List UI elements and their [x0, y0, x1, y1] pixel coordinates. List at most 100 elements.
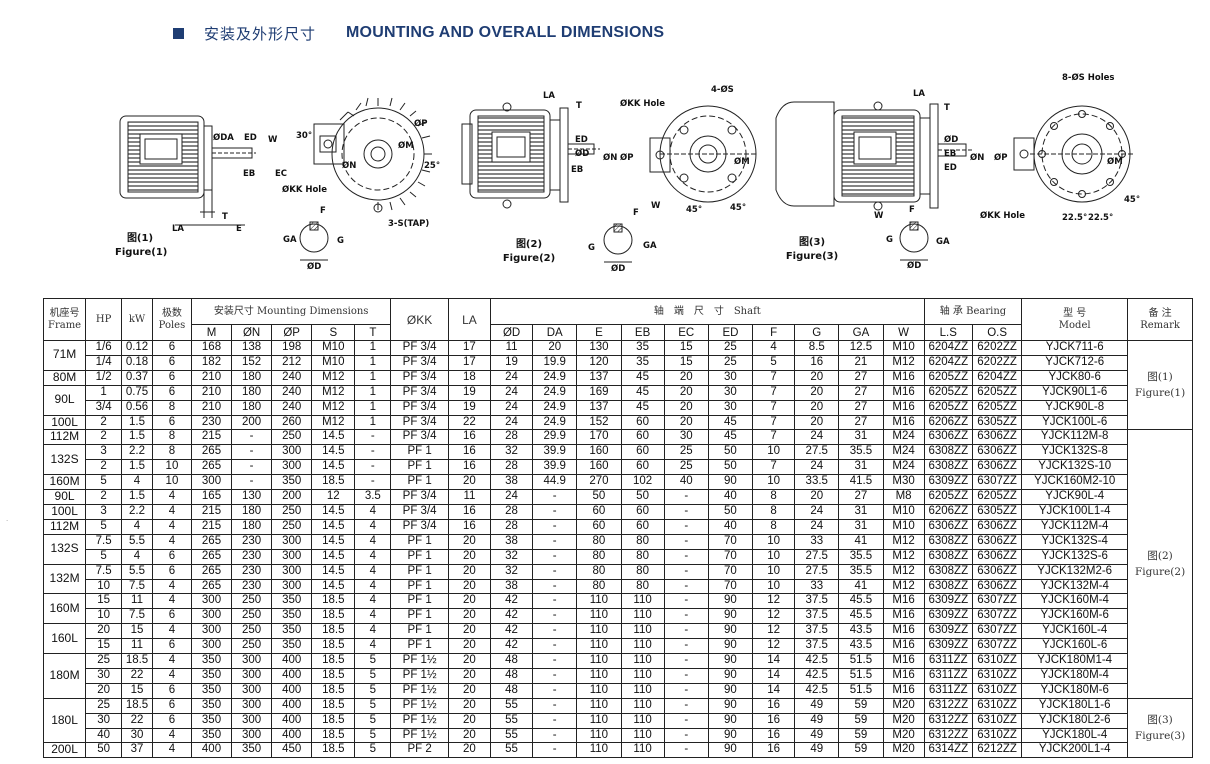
- subheader-shaft-3: EB: [620, 324, 665, 341]
- table-cell: 3.5: [354, 489, 392, 505]
- table-cell: YJCK90L1-6: [1021, 384, 1129, 401]
- table-cell: 1.5: [121, 489, 153, 505]
- table-cell: 18.5: [311, 638, 356, 655]
- table-cell: 38: [489, 533, 534, 550]
- header-kk: ØKK: [390, 298, 449, 341]
- table-cell: 80: [620, 533, 665, 550]
- table-cell: 16: [752, 712, 796, 729]
- table-cell: 10: [151, 474, 192, 491]
- table-cell: 32: [489, 444, 534, 461]
- table-cell: 7.5: [85, 563, 123, 580]
- table-cell: 180: [231, 518, 273, 535]
- svg-text:25°: 25°: [424, 161, 440, 171]
- table-cell: 4: [121, 518, 153, 535]
- table-cell: M16: [882, 369, 925, 386]
- table-cell: 70: [707, 578, 754, 595]
- table-cell: 350: [271, 638, 313, 655]
- table-cell: 350: [190, 667, 233, 684]
- table-cell: 4: [354, 593, 392, 610]
- table-cell: 45: [620, 369, 665, 386]
- table-cell: 6307ZZ: [971, 623, 1023, 640]
- table-cell: 6308ZZ: [923, 533, 973, 550]
- table-cell: 5: [354, 667, 392, 684]
- table-cell: 5: [354, 727, 392, 744]
- table-cell: 110: [620, 638, 665, 655]
- frame-cell: 132S: [42, 533, 87, 565]
- table-cell: 45: [620, 399, 665, 416]
- table-cell: 15: [85, 638, 123, 655]
- subheader-mounting-4: T: [354, 324, 392, 341]
- table-cell: M24: [882, 429, 925, 446]
- table-cell: 5: [354, 697, 392, 714]
- table-cell: 110: [576, 682, 622, 699]
- frame-cell: 90L: [42, 384, 87, 416]
- table-cell: 6305ZZ: [971, 414, 1023, 431]
- table-cell: 350: [271, 593, 313, 610]
- table-cell: 6204ZZ: [923, 354, 973, 371]
- table-cell: 15: [121, 682, 153, 699]
- table-cell: M10: [882, 518, 925, 535]
- table-cell: 18.5: [311, 653, 356, 669]
- frame-cell: 90L: [42, 489, 87, 505]
- table-cell: 40: [85, 727, 123, 744]
- table-cell: 90: [707, 638, 754, 655]
- header-la: LA: [447, 298, 492, 341]
- table-cell: 12.5: [838, 340, 884, 356]
- table-cell: 110: [620, 697, 665, 714]
- table-cell: 20: [447, 608, 492, 625]
- table-cell: 7: [752, 414, 796, 431]
- table-cell: 7.5: [121, 608, 153, 625]
- table-cell: 90: [707, 727, 754, 744]
- table-cell: 1: [354, 369, 392, 386]
- table-cell: 25: [707, 354, 754, 371]
- table-cell: 4: [354, 533, 392, 550]
- table-cell: 6310ZZ: [971, 727, 1023, 744]
- subheader-shaft-0: ØD: [489, 324, 534, 341]
- table-cell: 21: [838, 354, 884, 371]
- frame-cell: 132M: [42, 563, 87, 595]
- table-cell: 138: [231, 340, 273, 356]
- table-cell: M20: [882, 727, 925, 744]
- svg-text:W: W: [651, 201, 661, 211]
- frame-cell: 71M: [42, 340, 87, 371]
- table-cell: 32: [489, 548, 534, 565]
- table-cell: -: [532, 548, 578, 565]
- table-cell: 350: [271, 474, 313, 491]
- table-cell: -: [532, 697, 578, 714]
- table-cell: 0.18: [121, 354, 153, 371]
- figure-1-caption-zh: 图(1): [126, 233, 154, 244]
- table-cell: M8: [882, 489, 925, 505]
- table-cell: 90: [707, 682, 754, 699]
- table-cell: 6205ZZ: [923, 399, 973, 416]
- subheader-shaft-2: E: [576, 324, 622, 341]
- table-cell: 6206ZZ: [923, 414, 973, 431]
- table-cell: 6: [151, 712, 192, 729]
- table-cell: 4: [354, 503, 392, 520]
- table-cell: 90: [707, 474, 754, 491]
- table-cell: 8: [752, 503, 796, 520]
- table-cell: 24: [794, 459, 840, 476]
- table-cell: -: [354, 429, 392, 446]
- table-cell: 35.5: [838, 563, 884, 580]
- figure-2-caption-en: Figure(2): [502, 253, 556, 264]
- table-cell: 4: [151, 578, 192, 595]
- table-cell: 6311ZZ: [923, 682, 973, 699]
- table-cell: 110: [576, 727, 622, 744]
- svg-text:EC: EC: [275, 169, 287, 179]
- table-cell: 6: [151, 697, 192, 714]
- table-cell: 37.5: [794, 608, 840, 625]
- table-cell: 15: [121, 623, 153, 640]
- figure-3-caption: 图(3) Figure(3): [784, 236, 840, 264]
- table-cell: 20: [447, 697, 492, 714]
- table-cell: 6307ZZ: [971, 593, 1023, 610]
- table-cell: 180: [231, 399, 273, 416]
- table-cell: -: [663, 697, 709, 714]
- table-cell: 41: [838, 533, 884, 550]
- table-cell: 40: [707, 518, 754, 535]
- table-cell: 180: [231, 369, 273, 386]
- table-cell: M24: [882, 444, 925, 461]
